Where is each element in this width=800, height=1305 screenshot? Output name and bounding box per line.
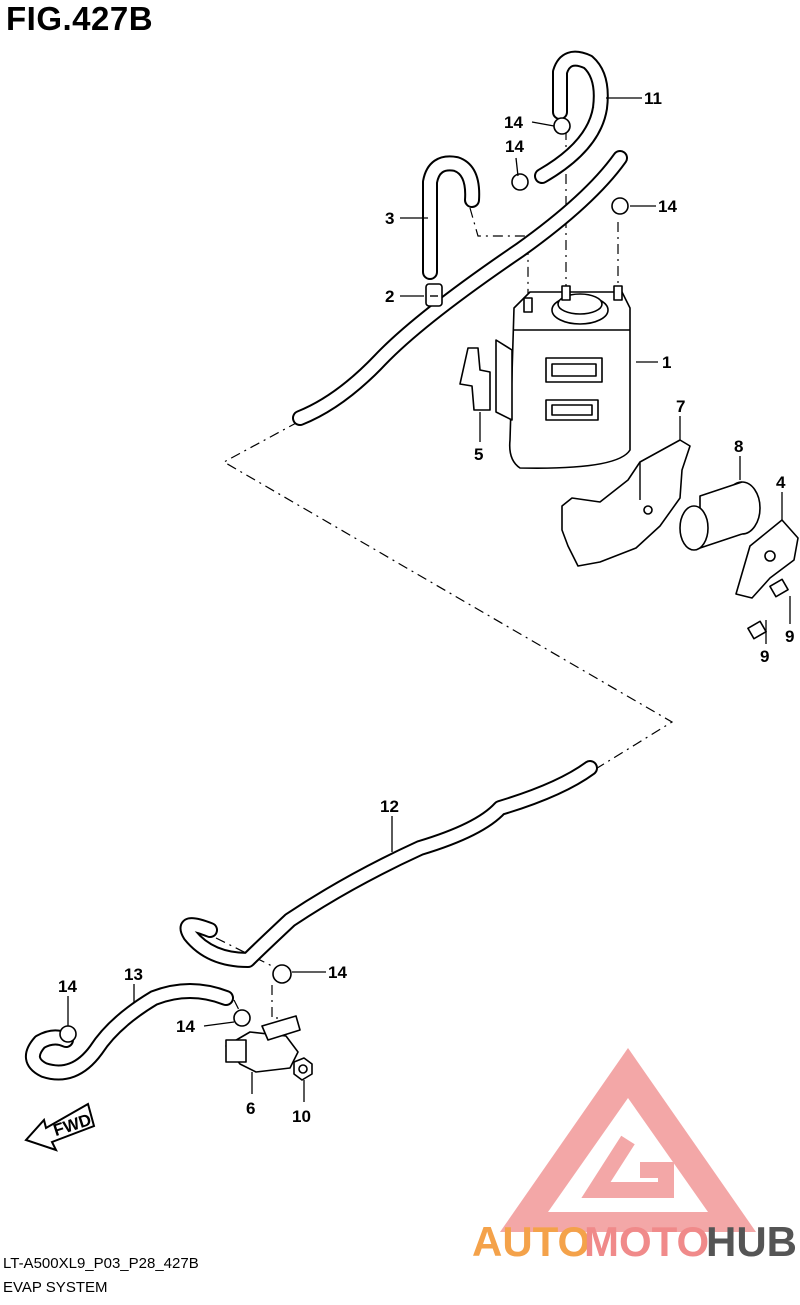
part-7-bracket <box>561 439 691 567</box>
clamps-14 <box>59 117 629 1043</box>
callout-11: 11 <box>644 89 662 108</box>
figure-code: LT-A500XL9_P03_P28_427B <box>3 1255 199 1272</box>
watermark-auto: AUTO <box>472 1218 590 1265</box>
callout-5: 5 <box>474 445 483 464</box>
hose-3 <box>422 155 481 280</box>
figure-title: FIG.427B <box>6 0 154 37</box>
watermark-logo <box>500 1048 756 1232</box>
leader-lines <box>67 97 791 1102</box>
callout-6: 6 <box>246 1099 255 1118</box>
part-10-nut <box>293 1057 313 1081</box>
callout-7: 7 <box>676 397 685 416</box>
part-1-canister <box>495 285 631 469</box>
callout-4: 4 <box>776 473 786 492</box>
callout-13: 13 <box>124 965 143 984</box>
part-5-bracket <box>459 347 491 411</box>
part-4-bracket <box>735 519 799 599</box>
callout-14f: 14 <box>58 977 77 996</box>
routing-lines <box>215 130 674 1019</box>
hose-upper-long <box>292 150 628 426</box>
hose-12 <box>179 760 598 968</box>
callout-12: 12 <box>380 797 399 816</box>
callout-2: 2 <box>385 287 394 306</box>
fwd-arrow: FWD <box>24 1102 96 1152</box>
hose-11 <box>534 50 609 184</box>
watermark-hub: HUB <box>706 1218 797 1265</box>
part-8-rubber-mount <box>679 481 761 551</box>
callout-14b: 14 <box>505 137 524 156</box>
callout-14e: 14 <box>176 1017 195 1036</box>
part-2-fitting <box>425 283 443 307</box>
callout-9b: 9 <box>785 627 794 646</box>
callout-8: 8 <box>734 437 743 456</box>
callout-numbers: 1 2 3 4 5 6 7 8 9 9 10 11 12 13 14 14 14… <box>58 89 794 1126</box>
fwd-label: FWD <box>51 1110 94 1140</box>
callout-1: 1 <box>662 353 671 372</box>
callout-14c: 14 <box>658 197 677 216</box>
callout-9a: 9 <box>760 647 769 666</box>
figure-name: EVAP SYSTEM <box>3 1279 108 1296</box>
part-6-valve <box>225 1015 301 1073</box>
callout-14a: 14 <box>504 113 523 132</box>
part-9-bolts <box>747 578 789 640</box>
callout-14d: 14 <box>328 963 347 982</box>
watermark-moto: MOTO <box>584 1218 709 1265</box>
hose-13 <box>25 983 234 1081</box>
callout-10: 10 <box>292 1107 311 1126</box>
callout-3: 3 <box>385 209 394 228</box>
watermark-text: AUTO MOTO HUB <box>472 1218 797 1265</box>
